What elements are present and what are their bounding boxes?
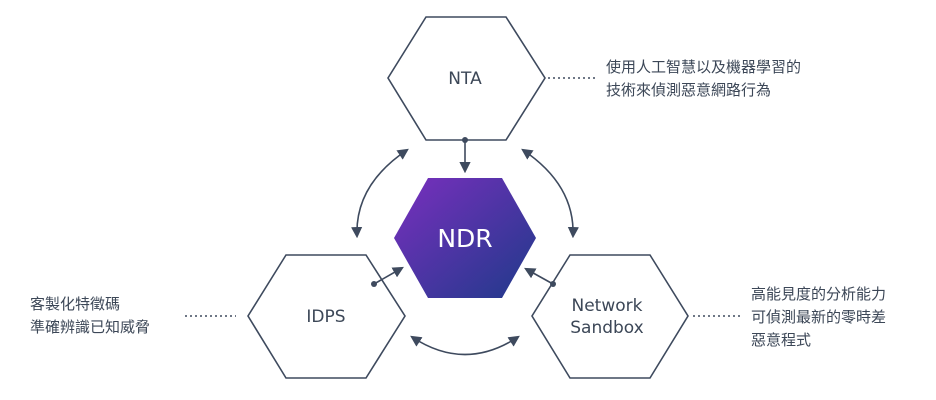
sandbox-note: 高能見度的分析能力 可偵測最新的零時差 惡意程式 xyxy=(751,283,886,352)
sandbox-label-line2: Sandbox xyxy=(570,318,644,338)
idps-note-line: 準確辨識已知威脅 xyxy=(30,318,151,336)
idps-label: IDPS xyxy=(306,307,345,327)
nta-hexagon xyxy=(387,16,546,141)
idps-hexagon xyxy=(247,254,406,379)
sandbox-note-line: 可偵測最新的零時差 xyxy=(751,308,887,326)
nta-note: 使用人工智慧以及機器學習的 技術來偵測惡意網路行為 xyxy=(606,56,801,102)
nta-note-line: 技術來偵測惡意網路行為 xyxy=(606,81,772,99)
idps-to-ndr-connector xyxy=(373,266,404,285)
nta-connector-dot xyxy=(462,137,468,143)
ndr-label: NDR xyxy=(437,224,492,253)
idps-sandbox-curved-arrow xyxy=(410,335,520,356)
idps-note: 客製化特徵碼 準確辨識已知威脅 xyxy=(30,293,150,339)
idps-note-line: 客製化特徵碼 xyxy=(30,295,121,313)
nta-idps-curved-arrow xyxy=(351,148,409,239)
idps-connector-dot xyxy=(371,281,377,287)
nta-label: NTA xyxy=(448,69,482,89)
sandbox-note-line: 高能見度的分析能力 xyxy=(751,285,887,303)
ndr-hexagon xyxy=(394,178,536,298)
sandbox-connector-dot xyxy=(550,281,556,287)
nta-sandbox-curved-arrow xyxy=(521,148,579,239)
nta-note-line: 使用人工智慧以及機器學習的 xyxy=(606,58,802,76)
sandbox-note-line: 惡意程式 xyxy=(751,331,812,349)
sandbox-to-ndr-connector xyxy=(524,267,554,285)
sandbox-hexagon xyxy=(531,254,689,379)
sandbox-label-line1: Network xyxy=(572,296,643,316)
